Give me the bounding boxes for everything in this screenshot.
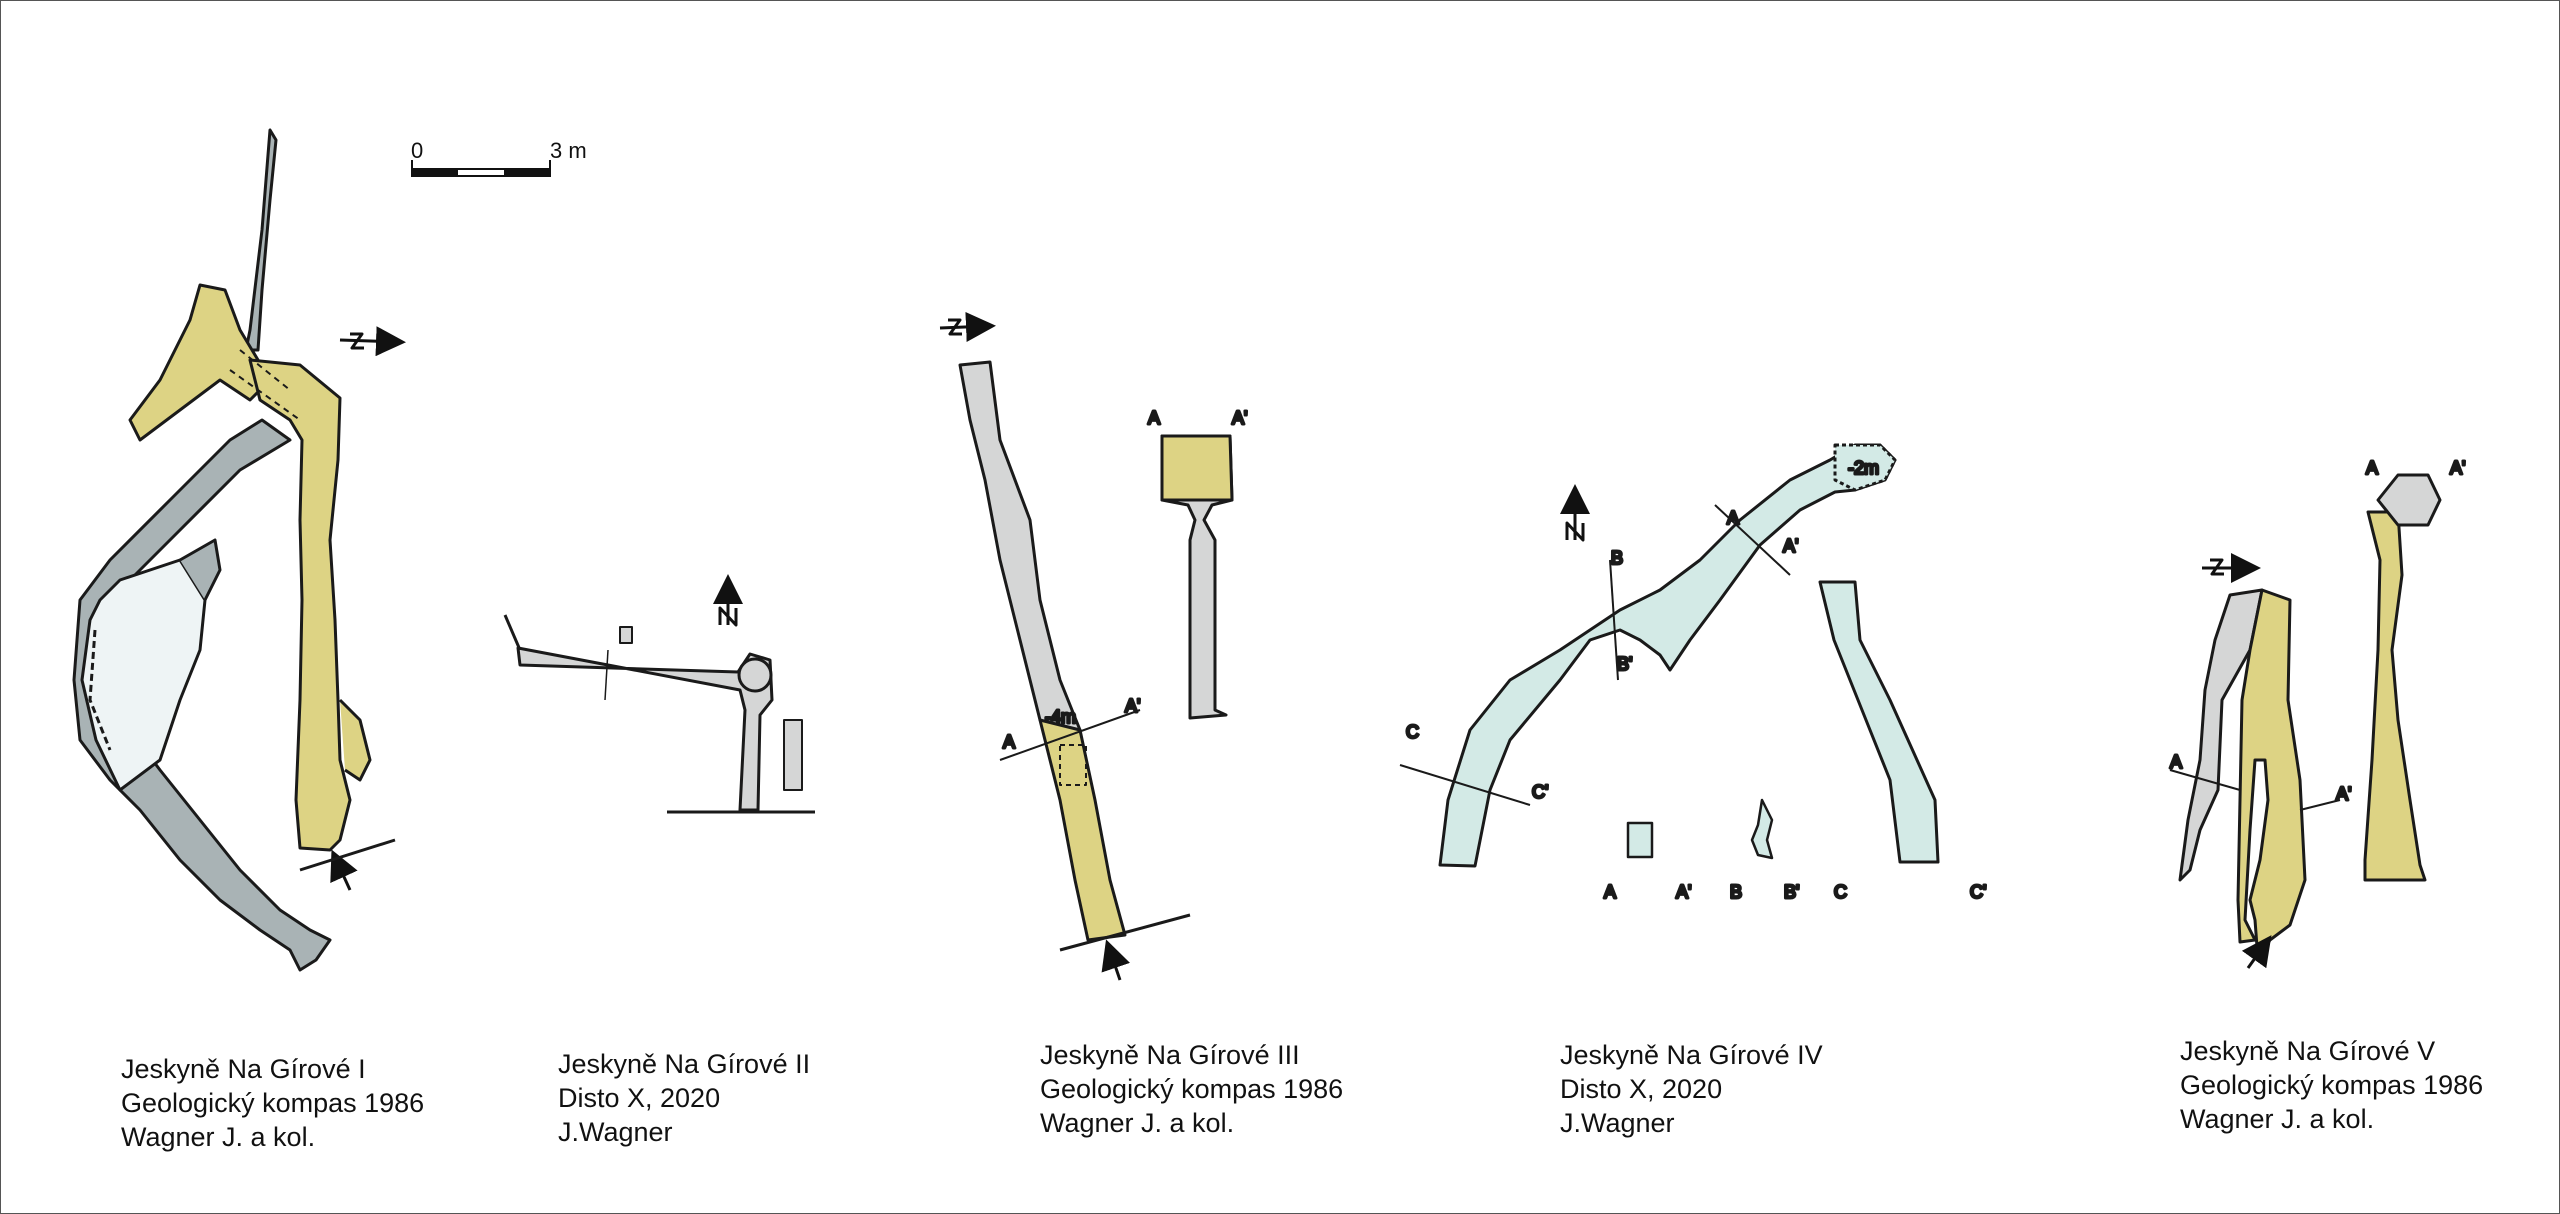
caption-1-line-1: Jeskyně Na Gírové I <box>121 1054 366 1084</box>
caption-5-line-1: Jeskyně Na Gírové V <box>2180 1036 2436 1066</box>
section-xlabel-4-b1: B' <box>1784 882 1799 902</box>
caption-1-line-3: Wagner J. a kol. <box>121 1122 316 1152</box>
caption-4-line-2: Disto X, 2020 <box>1560 1074 1723 1104</box>
depth-label-4: -2m <box>1848 458 1879 478</box>
section-xlabel-4-c1: C' <box>1970 882 1986 902</box>
section-label-4-c: C <box>1406 722 1419 742</box>
section-xlabel-3-a: A <box>1148 408 1160 428</box>
plan-cave-1 <box>72 128 406 972</box>
section-label-5-a: A <box>2170 752 2182 772</box>
section-xlabel-3-a1: A' <box>1232 408 1247 428</box>
plan-cave-2 <box>503 574 815 814</box>
north-arrow-3 <box>939 311 996 342</box>
section-xlabel-5-a1: A' <box>2450 458 2465 478</box>
section-xlabel-4-c: C <box>1834 882 1847 902</box>
caption-2-line-1: Jeskyně Na Gírové II <box>558 1049 811 1079</box>
caption-4-line-1: Jeskyně Na Gírové IV <box>1560 1040 1823 1070</box>
caption-3-line-3: Wagner J. a kol. <box>1040 1108 1235 1138</box>
caption-cave-2: Jeskyně Na Gírové II Disto X, 2020 J.Wag… <box>558 1047 810 1149</box>
caption-5-line-3: Wagner J. a kol. <box>2180 1104 2375 1134</box>
caption-1-line-2: Geologický kompas 1986 <box>121 1088 425 1118</box>
section-label-4-c1: C' <box>1532 782 1548 802</box>
north-arrow-2 <box>713 574 743 627</box>
section-label-4-a1: A' <box>1783 536 1798 556</box>
caption-cave-1: Jeskyně Na Gírové I Geologický kompas 19… <box>121 1052 424 1154</box>
section-label-4-a: A <box>1727 508 1739 528</box>
plan-cave-3: -4m A A' A A' <box>939 311 1249 981</box>
section-label-4-b1: B' <box>1617 654 1632 674</box>
section-xlabel-5-a: A <box>2366 458 2378 478</box>
section-xlabel-4-a: A <box>1604 882 1616 902</box>
caption-5-line-2: Geologický kompas 1986 <box>2180 1070 2484 1100</box>
caption-3-line-1: Jeskyně Na Gírové III <box>1040 1040 1300 1070</box>
section-label-3-a1: A' <box>1125 696 1140 716</box>
depth-label-3: -4m <box>1045 707 1076 727</box>
caption-3-line-2: Geologický kompas 1986 <box>1040 1074 1344 1104</box>
plan-cave-4: -2m A A' B B' C C' A A' B B' C C' <box>1399 443 1988 904</box>
section-xlabel-4-a1: A' <box>1676 882 1691 902</box>
section-label-5-a1: A' <box>2336 784 2351 804</box>
caption-cave-5: Jeskyně Na Gírové V Geologický kompas 19… <box>2180 1034 2483 1136</box>
plan-cave-5: A A' A A' <box>2169 457 2467 969</box>
north-arrow-1 <box>339 326 406 357</box>
north-arrow-5 <box>2202 553 2261 583</box>
caption-cave-4: Jeskyně Na Gírové IV Disto X, 2020 J.Wag… <box>1560 1038 1823 1140</box>
caption-4-line-3: J.Wagner <box>1560 1108 1675 1138</box>
section-xlabel-4-b: B <box>1730 882 1742 902</box>
section-label-3-a: A <box>1003 732 1015 752</box>
caption-2-line-3: J.Wagner <box>558 1117 673 1147</box>
scale-bar: 0 3 m <box>411 138 587 177</box>
section-label-4-b: B <box>1611 548 1623 568</box>
north-arrow-4 <box>1560 484 1590 542</box>
scale-max: 3 m <box>550 138 587 163</box>
caption-2-line-2: Disto X, 2020 <box>558 1083 721 1113</box>
caption-cave-3: Jeskyně Na Gírové III Geologický kompas … <box>1040 1038 1343 1140</box>
scale-min: 0 <box>411 138 423 163</box>
